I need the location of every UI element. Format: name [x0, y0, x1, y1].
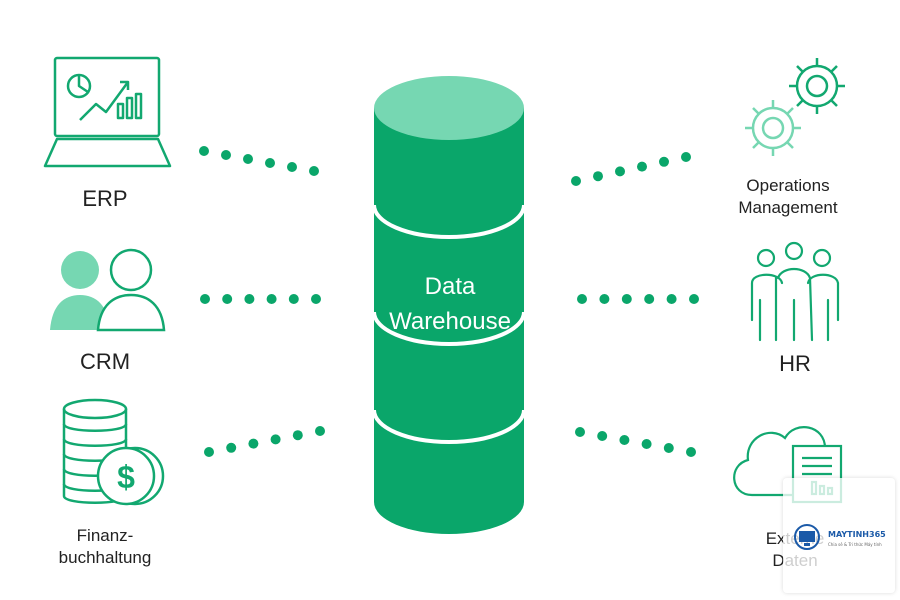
- connector-dot: [265, 158, 275, 168]
- connector-dot: [243, 154, 253, 164]
- coins-dollar-icon: $: [62, 398, 165, 506]
- data-warehouse-cylinder: [372, 76, 526, 534]
- connector-dot: [593, 171, 603, 182]
- connector-dot: [199, 146, 209, 156]
- connector-dots: [199, 146, 699, 457]
- connector-dot: [644, 294, 655, 304]
- gears-icon: [745, 58, 845, 156]
- operations-label: Operations Management: [713, 175, 863, 219]
- watermark-brand: MAYTINH365: [828, 530, 886, 539]
- watermark-logo-icon: [794, 524, 820, 550]
- connector-dot: [615, 166, 625, 177]
- connector-dot: [659, 156, 669, 167]
- connector-dot: [577, 294, 587, 304]
- finance-label-line1: Finanz-: [76, 526, 134, 545]
- connector-dot: [575, 427, 585, 437]
- connector-dot: [204, 447, 214, 457]
- connector-dot: [248, 438, 259, 449]
- team-icon: [750, 241, 840, 342]
- connector-dot: [266, 294, 277, 304]
- connector-dot: [287, 162, 297, 172]
- connector-dot: [222, 294, 233, 304]
- connector-dot: [315, 426, 325, 436]
- connector-dot: [641, 439, 652, 449]
- connector-dot: [292, 430, 303, 441]
- operations-label-line2: Management: [738, 198, 838, 218]
- connector-dot: [663, 443, 674, 453]
- data-warehouse-label-line2: Warehouse: [389, 307, 511, 335]
- connector-dot: [686, 447, 696, 457]
- watermark-tagline: Chia sẻ & Tri thức Máy tính: [828, 542, 882, 547]
- finance-label-line2: buchhaltung: [58, 548, 152, 568]
- connector-dot: [571, 176, 581, 186]
- connector-dot: [621, 294, 632, 304]
- laptop-chart-icon: [43, 56, 172, 168]
- connector-dot: [599, 294, 610, 304]
- hr-label: HR: [779, 351, 811, 376]
- connector-dot: [200, 294, 210, 304]
- connector-dot: [619, 435, 630, 445]
- connector-dot: [270, 434, 281, 445]
- data-warehouse-label: Data Warehouse: [370, 270, 530, 340]
- connector-dot: [309, 166, 319, 176]
- erp-label: ERP: [82, 186, 128, 211]
- people-icon: [50, 248, 166, 332]
- svg-text:$: $: [117, 459, 135, 495]
- connector-dot: [226, 442, 237, 453]
- connector-dot: [689, 294, 699, 304]
- data-warehouse-label-line1: Data: [424, 273, 476, 300]
- connector-dot: [244, 294, 255, 304]
- connector-dot: [311, 294, 321, 304]
- connector-dot: [597, 431, 608, 441]
- connector-dot: [221, 150, 231, 160]
- connector-dot: [637, 161, 647, 172]
- connector-dot: [288, 294, 299, 304]
- finance-label: Finanz- buchhaltung: [30, 525, 180, 569]
- crm-label: CRM: [79, 349, 131, 374]
- connector-dot: [681, 152, 691, 162]
- operations-label-line1: Operations: [746, 176, 830, 195]
- connector-dot: [666, 294, 677, 304]
